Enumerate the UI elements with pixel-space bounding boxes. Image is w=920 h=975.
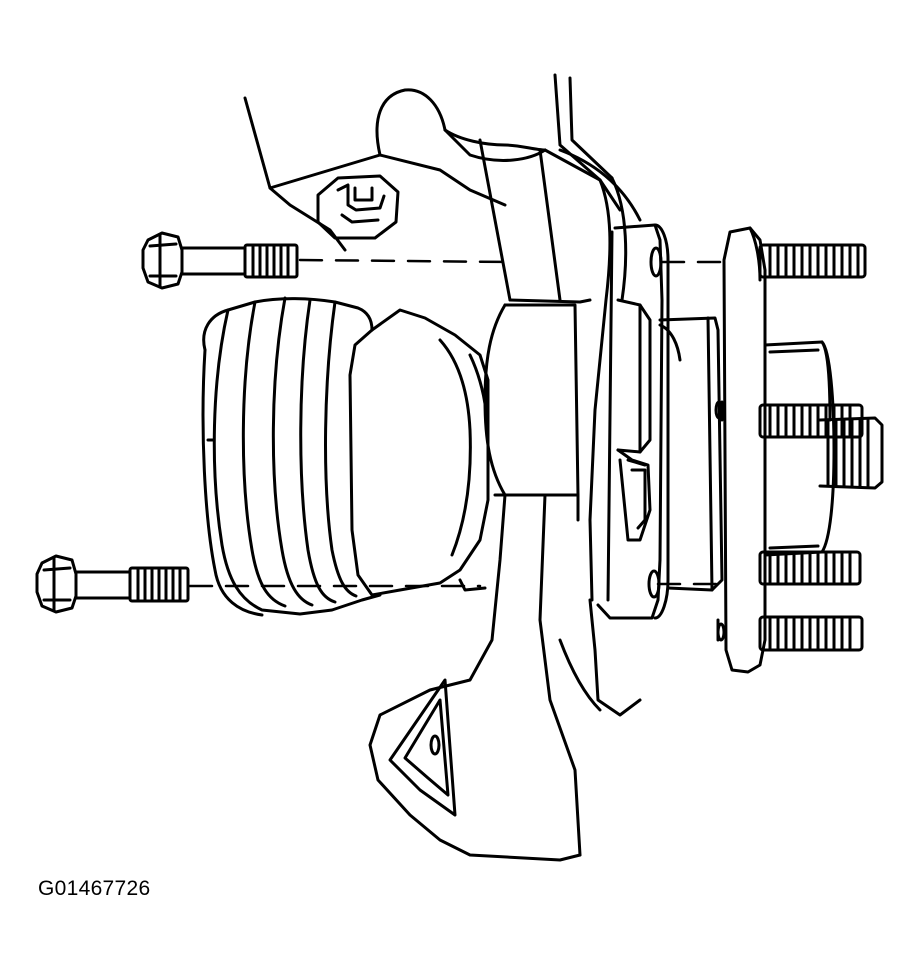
wheel-stud-2 bbox=[758, 403, 864, 439]
mounting-bolt-lower bbox=[35, 554, 190, 614]
wheel-stud-1 bbox=[758, 243, 867, 279]
hub-bearing-assembly bbox=[658, 226, 836, 674]
figure-id-label: G01467726 bbox=[38, 877, 151, 900]
brake-shield bbox=[201, 296, 382, 617]
mounting-bolt-upper bbox=[141, 231, 299, 290]
seal-boot bbox=[348, 308, 490, 597]
wheel-stud-3 bbox=[758, 550, 862, 586]
wheel-stud-4 bbox=[758, 615, 864, 652]
drive-axle-nut bbox=[818, 416, 884, 490]
alignment-lines bbox=[188, 258, 727, 588]
steering-knuckle bbox=[368, 88, 642, 862]
pinch-bolt-nut bbox=[316, 174, 400, 240]
